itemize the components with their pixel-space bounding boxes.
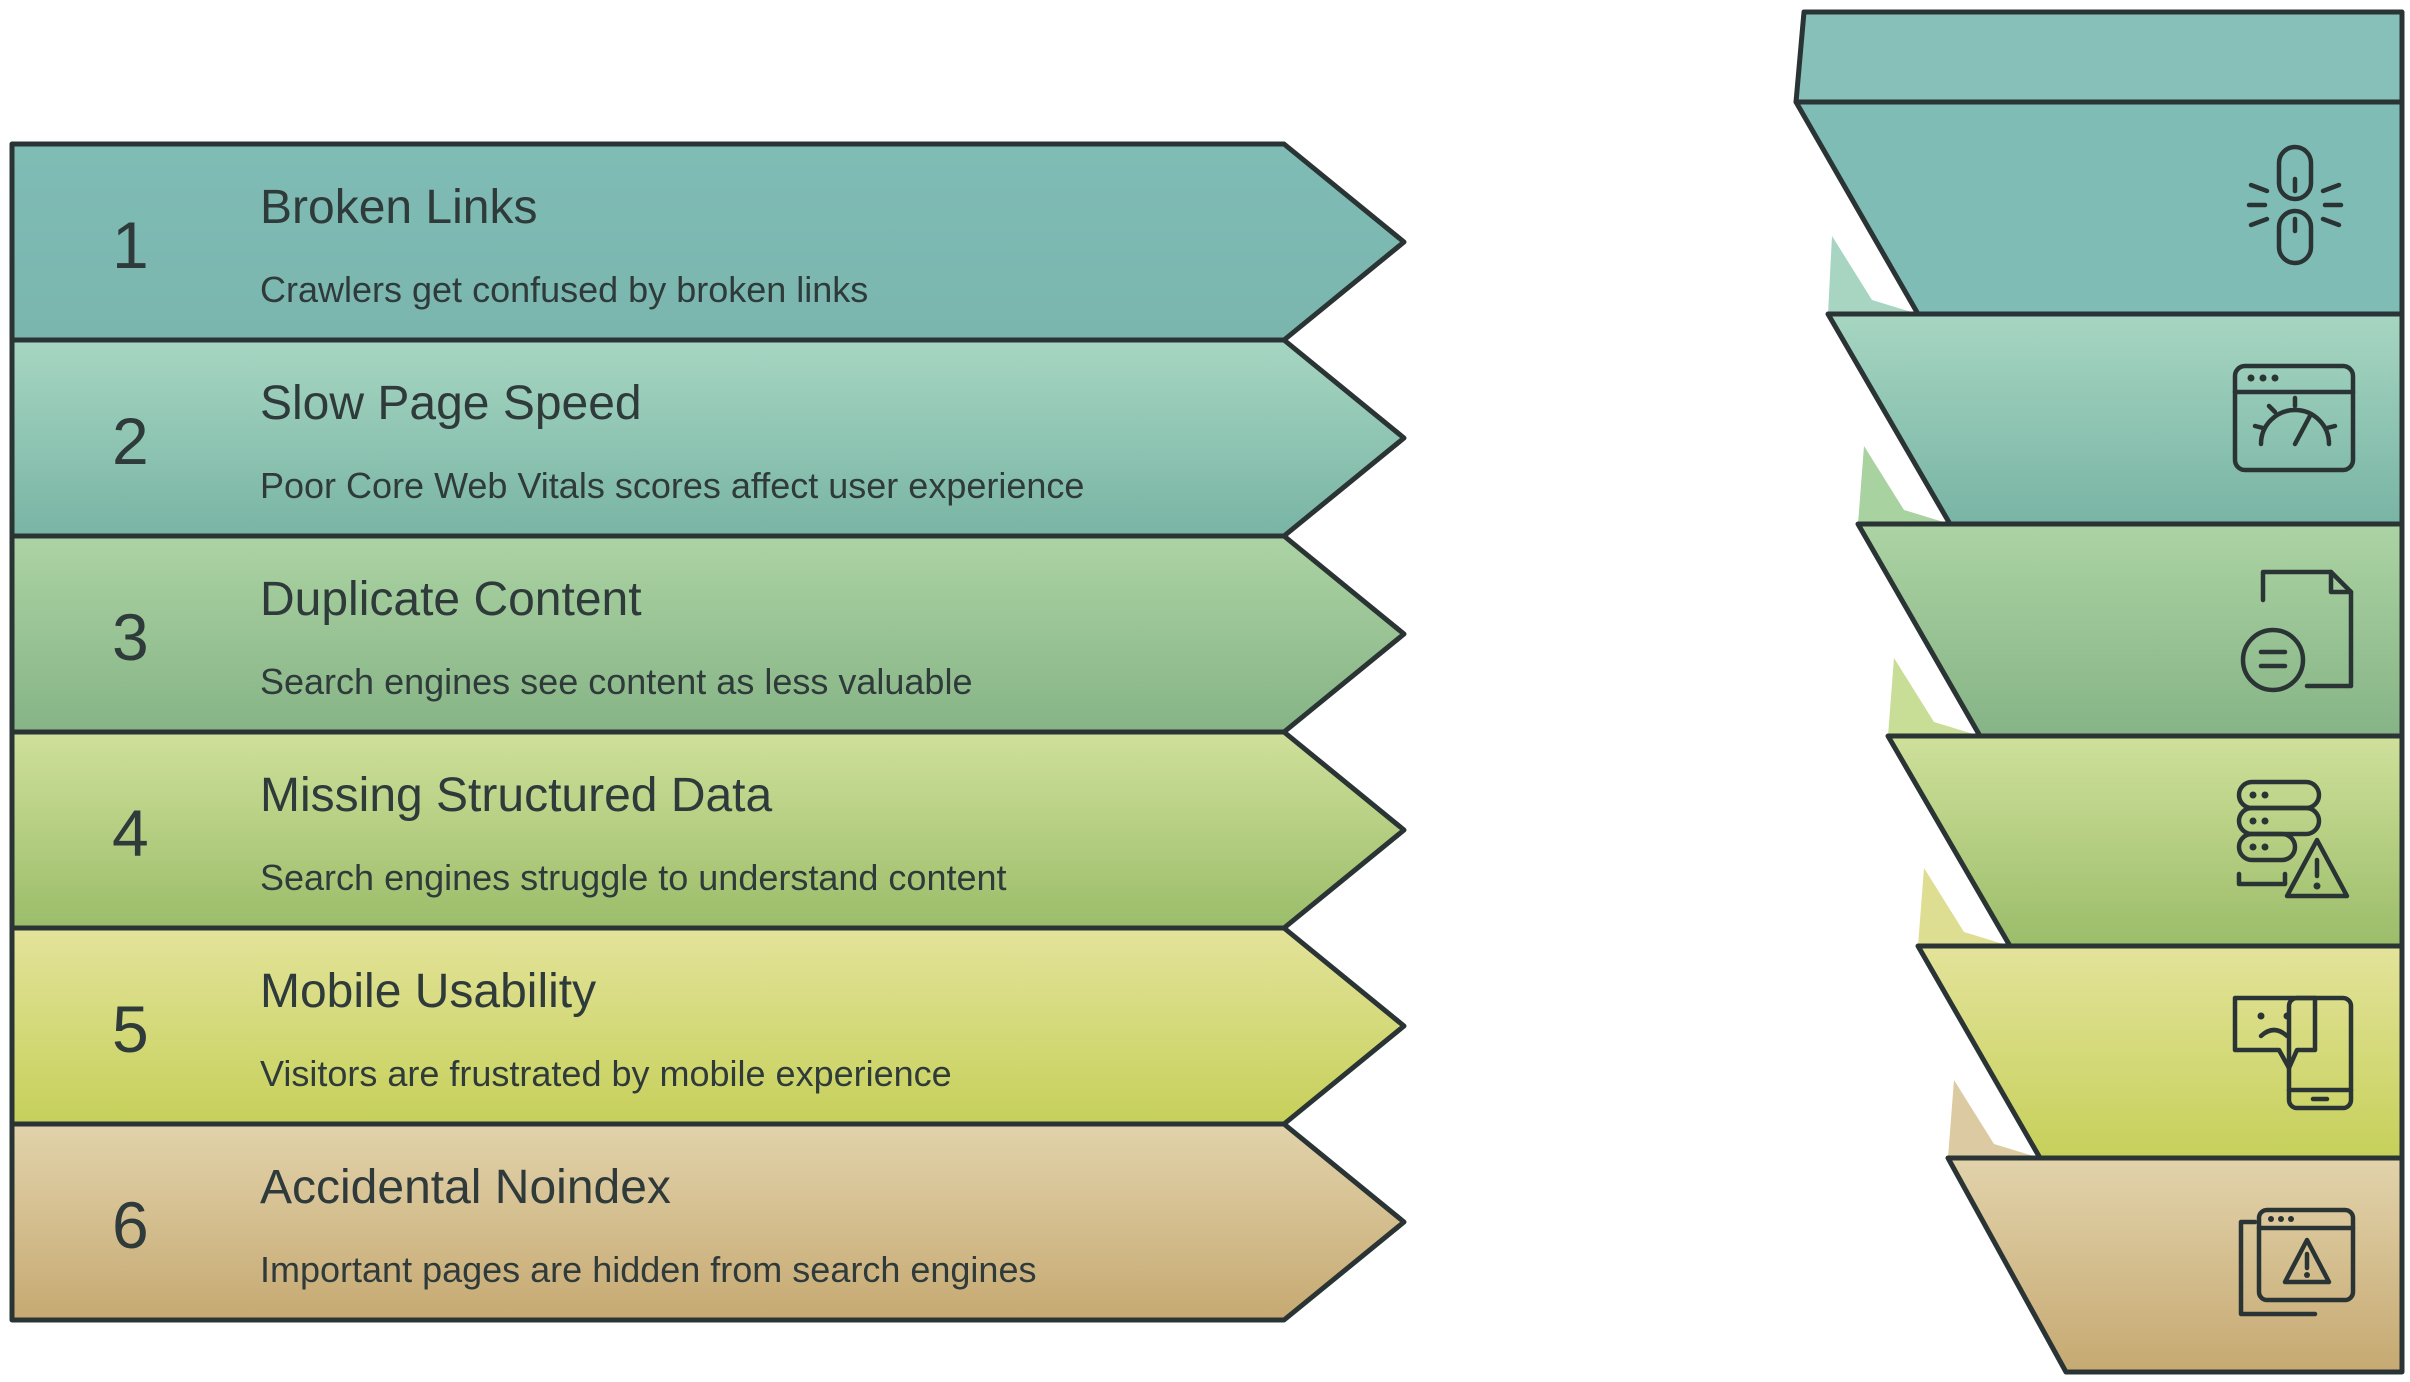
issue-row: 4 Missing Structured Data Search engines… [9, 729, 1407, 931]
arrow-outline [9, 337, 1407, 539]
arrow-band [12, 144, 1404, 340]
issue-description: Poor Core Web Vitals scores affect user … [260, 465, 1084, 506]
block-wedge [1888, 658, 1980, 736]
issue-number: 2 [112, 404, 149, 478]
block-side [1796, 102, 2402, 314]
block-top-cap [1796, 12, 2402, 102]
block-wedge [1918, 868, 2010, 946]
issue-title: Broken Links [260, 181, 537, 234]
issue-description: Crawlers get confused by broken links [260, 269, 868, 310]
arrow-band [12, 928, 1404, 1124]
issue-row: 3 Duplicate Content Search engines see c… [9, 533, 1407, 735]
issue-description: Important pages are hidden from search e… [260, 1249, 1036, 1290]
arrow-band [12, 1124, 1404, 1320]
database-warning-icon [2236, 779, 2350, 899]
stacked-blocks [1793, 9, 2405, 1375]
issue-description: Visitors are frustrated by mobile experi… [260, 1053, 952, 1094]
arrow-outline [9, 1121, 1407, 1323]
issue-number: 6 [112, 1188, 149, 1262]
arrow-outline [9, 729, 1407, 931]
slow-speedometer-icon [2232, 363, 2356, 473]
block-side [1948, 1158, 2402, 1372]
issue-description: Search engines see content as less valua… [260, 661, 972, 702]
issue-row: 1 Broken Links Crawlers get confused by … [9, 141, 1407, 343]
issue-row: 2 Slow Page Speed Poor Core Web Vitals s… [9, 337, 1407, 539]
broken-link-icon [2246, 144, 2344, 266]
block-wedge [1948, 1080, 2040, 1158]
block-wedge [1858, 446, 1950, 524]
issue-number: 5 [112, 992, 149, 1066]
block-outline [1945, 1155, 2405, 1375]
issue-title: Missing Structured Data [260, 769, 773, 822]
arrow-band [12, 536, 1404, 732]
arrow-outline [9, 533, 1407, 735]
arrow-outline [9, 925, 1407, 1127]
issue-number: 3 [112, 600, 149, 674]
block-side [1918, 946, 2402, 1158]
block-wedge [1828, 236, 1918, 314]
issue-title: Accidental Noindex [260, 1161, 671, 1214]
arrow-band [12, 340, 1404, 536]
block-side [1858, 524, 2402, 736]
duplicate-document-icon [2240, 569, 2354, 693]
issue-row: 5 Mobile Usability Visitors are frustrat… [9, 925, 1407, 1127]
arrow-outline [9, 141, 1407, 343]
issue-row: 6 Accidental Noindex Important pages are… [9, 1121, 1407, 1323]
issue-number: 4 [112, 796, 149, 870]
block-side [1888, 736, 2402, 946]
issue-title: Mobile Usability [260, 965, 596, 1018]
issue-number: 1 [112, 208, 149, 282]
issue-title: Duplicate Content [260, 573, 642, 626]
issue-description: Search engines struggle to understand co… [260, 857, 1007, 898]
browser-warning-icon [2238, 1207, 2356, 1317]
sad-mobile-icon [2232, 995, 2354, 1111]
issue-title: Slow Page Speed [260, 377, 642, 430]
arrow-band [12, 732, 1404, 928]
